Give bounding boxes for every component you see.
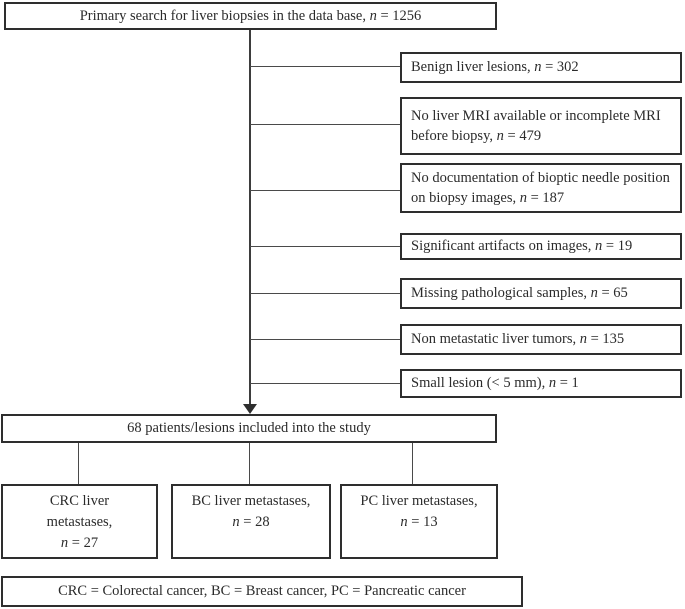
included-patients-label: 68 patients/lesions included into the st…	[127, 420, 371, 436]
exclusion-box-benign-lesions: Benign liver lesions, n = 302	[400, 52, 682, 83]
branch-line-no-mri	[250, 124, 400, 126]
exclusion-label: Benign liver lesions, n = 302	[411, 59, 579, 76]
group-box-bc-metastases: BC liver metastases, n = 28	[171, 484, 331, 559]
branch-line-small-lesion	[250, 383, 400, 385]
exclusion-label: No liver MRI available or incomplete MRI…	[411, 107, 661, 145]
exclusion-box-small-lesion: Small lesion (< 5 mm), n = 1	[400, 369, 682, 398]
included-patients-box: 68 patients/lesions included into the st…	[1, 414, 497, 443]
group-n-line: n = 28	[232, 514, 270, 530]
branch-line-missing-samples	[250, 293, 400, 295]
group-label-line: PC liver metastases,	[360, 493, 478, 509]
exclusion-label: No documentation of bioptic needle posit…	[411, 169, 670, 207]
connector-line-bc	[249, 443, 251, 484]
legend-box: CRC = Colorectal cancer, BC = Breast can…	[1, 576, 523, 607]
branch-line-no-needle-doc	[250, 190, 400, 192]
branch-line-non-metastatic	[250, 339, 400, 341]
group-label-line: CRC liver	[49, 493, 110, 509]
exclusion-label: Significant artifacts on images, n = 19	[411, 238, 633, 255]
exclusion-box-no-needle-documentation: No documentation of bioptic needle posit…	[400, 163, 682, 213]
legend-label: CRC = Colorectal cancer, BC = Breast can…	[58, 583, 466, 599]
group-n-line: n = 13	[400, 514, 438, 530]
connector-line-pc	[412, 443, 414, 484]
group-box-pc-metastases: PC liver metastases, n = 13	[340, 484, 498, 559]
exclusion-label: Small lesion (< 5 mm), n = 1	[411, 375, 579, 392]
branch-line-artifacts	[250, 246, 400, 248]
group-label-line: BC liver metastases,	[191, 493, 311, 509]
exclusion-box-non-metastatic: Non metastatic liver tumors, n = 135	[400, 324, 682, 355]
exclusion-label: Missing pathological samples, n = 65	[411, 285, 628, 302]
exclusion-box-artifacts: Significant artifacts on images, n = 19	[400, 233, 682, 260]
connector-line-crc	[78, 443, 80, 484]
group-n-line: n = 27	[60, 535, 99, 551]
group-label-line: metastases,	[46, 514, 113, 530]
down-arrow-icon	[243, 404, 257, 414]
exclusion-label: Non metastatic liver tumors, n = 135	[411, 331, 625, 348]
primary-search-box: Primary search for liver biopsies in the…	[4, 2, 497, 30]
branch-line-benign	[250, 66, 400, 68]
primary-search-label: Primary search for liver biopsies in the…	[79, 7, 422, 24]
exclusion-box-no-mri: No liver MRI available or incomplete MRI…	[400, 97, 682, 155]
exclusion-box-missing-samples: Missing pathological samples, n = 65	[400, 278, 682, 309]
group-box-crc-metastases: CRC liver metastases, n = 27	[1, 484, 158, 559]
main-flow-line	[249, 30, 251, 404]
